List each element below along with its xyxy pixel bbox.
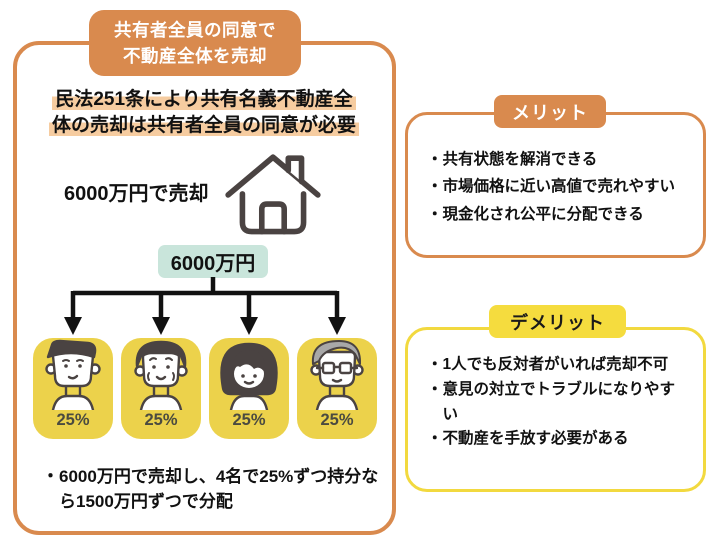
share-label: 25% xyxy=(232,411,266,429)
woman-bob-hair-icon xyxy=(220,342,278,410)
owner-card-1: 25% xyxy=(33,338,113,439)
footnote: ・ 6000万円で売却し、4名で25%ずつ持分なら1500万円ずつで分配 xyxy=(42,465,382,514)
demerit-box xyxy=(405,327,706,492)
sale-price-label: 6000万円で売却 xyxy=(64,183,209,205)
main-title-line2: 不動産全体を売却 xyxy=(123,46,267,66)
share-label: 25% xyxy=(144,411,178,429)
merit-item: ・ 共有状態を解消できる xyxy=(427,146,689,173)
merit-item-text: 現金化され公平に分配できる xyxy=(442,205,644,223)
bullet-mark: ・ xyxy=(42,467,59,486)
main-title-badge: 共有者全員の同意で 不動産全体を売却 xyxy=(89,10,301,76)
owner-card-4: 25% xyxy=(297,338,377,439)
bullet-mark: ・ xyxy=(427,178,443,196)
owner-card-2: 25% xyxy=(121,338,201,439)
arrow-connector-icon xyxy=(64,277,346,335)
bullet-mark: ・ xyxy=(427,430,443,448)
house-icon xyxy=(220,147,326,241)
owners-row: 25% 25% xyxy=(33,338,377,439)
demerit-item: ・ 1人でも反対者がいれば売却不可 xyxy=(427,353,679,378)
footnote-text: 6000万円で売却し、4名で25%ずつ持分なら1500万円ずつで分配 xyxy=(59,467,379,511)
bullet-mark: ・ xyxy=(427,205,443,223)
demerit-item-text: 不動産を手放す必要がある xyxy=(442,430,629,448)
law-note-line1: 民法251条により共有名義不動産全 xyxy=(52,89,356,110)
merit-title-badge: メリット xyxy=(494,95,606,128)
merit-item: ・ 現金化され公平に分配できる xyxy=(427,201,689,228)
elder-glasses-icon xyxy=(310,340,364,410)
share-label: 25% xyxy=(56,411,90,429)
law-note-line2: 体の売却は共有者全員の同意が必要 xyxy=(48,114,359,136)
merit-item-text: 市場価格に近い高値で売れやすい xyxy=(442,178,676,196)
merit-box xyxy=(405,112,706,258)
bullet-mark: ・ xyxy=(427,380,443,398)
man-round-hair-icon xyxy=(134,340,188,410)
split-arrows-diagram xyxy=(30,277,370,339)
amount-chip: 6000万円 xyxy=(158,245,268,278)
demerit-item-text: 1人でも反対者がいれば売却不可 xyxy=(442,356,669,373)
merit-list: ・ 共有状態を解消できる ・ 市場価格に近い高値で売れやすい ・ 現金化され公平… xyxy=(427,146,689,228)
merit-item: ・ 市場価格に近い高値で売れやすい xyxy=(427,173,689,200)
bullet-mark: ・ xyxy=(427,151,443,168)
demerit-item: ・ 不動産を手放す必要がある xyxy=(427,427,679,452)
demerit-title-badge: デメリット xyxy=(489,305,626,338)
share-label: 25% xyxy=(320,411,354,429)
law-note: 民法251条により共有名義不動産全 体の売却は共有者全員の同意が必要 xyxy=(30,87,378,139)
demerit-item: ・ 意見の対立でトラブルになりやすい xyxy=(427,378,679,428)
merit-item-text: 共有状態を解消できる xyxy=(442,151,598,168)
man-dark-hair-icon xyxy=(45,339,101,410)
main-title-line1: 共有者全員の同意で xyxy=(114,19,276,40)
demerit-item-text: 意見の対立でトラブルになりやすい xyxy=(442,380,676,423)
bullet-mark: ・ xyxy=(427,356,443,373)
demerit-list: ・ 1人でも反対者がいれば売却不可 ・ 意見の対立でトラブルになりやすい ・ 不… xyxy=(427,353,679,452)
owner-card-3: 25% xyxy=(209,338,289,439)
